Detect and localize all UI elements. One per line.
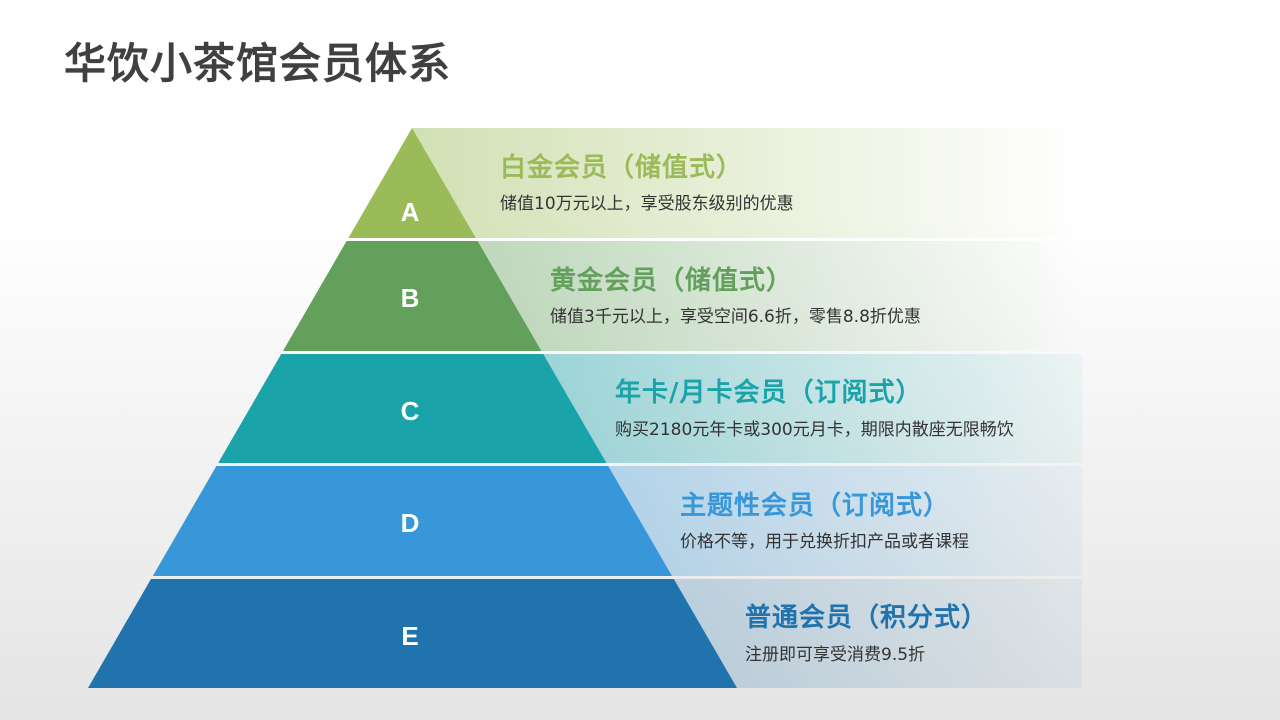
- tier-d-desc: 价格不等，用于兑换折扣产品或者课程: [680, 532, 969, 552]
- page-title: 华饮小茶馆会员体系: [64, 39, 452, 88]
- tier-a-desc: 储值10万元以上，享受股东级别的优惠: [500, 194, 794, 214]
- tier-c-title: 年卡/月卡会员（订阅式）: [615, 378, 923, 408]
- tier-c-desc: 购买2180元年卡或300元月卡，期限内散座无限畅饮: [615, 420, 1014, 440]
- tier-d-letter: D: [400, 508, 420, 538]
- tier-b-title: 黄金会员（储值式）: [550, 266, 794, 296]
- tier-e-title: 普通会员（积分式）: [745, 603, 989, 633]
- tier-e-shape: [88, 579, 737, 688]
- tier-b-desc: 储值3千元以上，享受空间6.6折，零售8.8折优惠: [550, 307, 921, 327]
- tier-e-letter: E: [401, 621, 419, 651]
- tier-a-shape: [348, 128, 476, 238]
- tier-c-letter: C: [400, 396, 420, 426]
- tier-c-shape: [218, 354, 607, 463]
- tier-a-title: 白金会员（储值式）: [500, 153, 744, 183]
- tier-b-letter: B: [400, 283, 420, 313]
- tier-d-title: 主题性会员（订阅式）: [680, 491, 951, 521]
- tier-e-desc: 注册即可享受消费9.5折: [745, 645, 926, 665]
- tier-a-letter: A: [400, 197, 420, 227]
- tier-d-shape: [152, 466, 673, 576]
- band-a: [412, 128, 1082, 238]
- tier-b-shape: [283, 241, 542, 351]
